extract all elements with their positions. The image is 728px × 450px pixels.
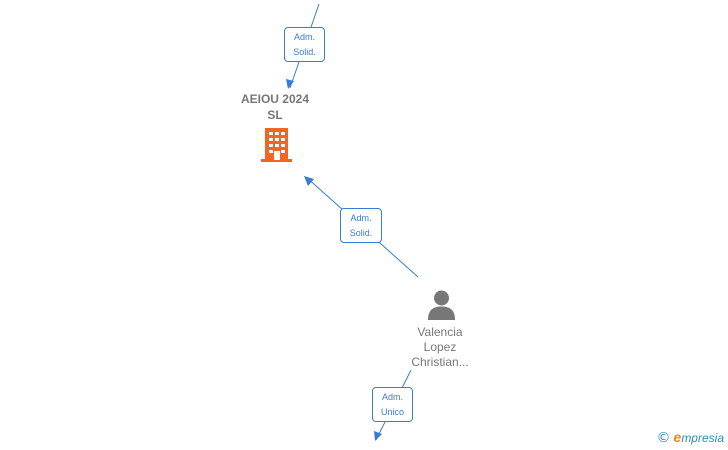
edge-label-top-line1: Adm. bbox=[293, 32, 315, 42]
person-icon[interactable] bbox=[427, 289, 456, 320]
edge-label-middle-line2: Solid. bbox=[349, 228, 373, 238]
edge-label-bottom-line2: Unico bbox=[380, 407, 404, 417]
arrowhead-bottom bbox=[374, 431, 382, 441]
person-name-line3: Christian... bbox=[411, 355, 469, 369]
person-name-line2: Lopez bbox=[423, 340, 457, 354]
company-name-line1: AEIOU 2024 bbox=[240, 92, 310, 106]
edge-label-bottom[interactable]: Adm. Unico bbox=[372, 387, 413, 422]
brand-logo[interactable]: empresia bbox=[674, 430, 724, 445]
footer-brand: © empresia bbox=[657, 430, 724, 445]
edge-label-middle-line1: Adm. bbox=[350, 213, 372, 223]
edge-label-top[interactable]: Adm. Solid. bbox=[284, 27, 325, 62]
company-node-name[interactable]: AEIOU 2024 SL bbox=[225, 91, 325, 123]
person-name-line1: Valencia bbox=[417, 325, 463, 339]
arrowhead-to-company bbox=[304, 176, 314, 186]
building-icon[interactable] bbox=[260, 126, 293, 163]
brand-initial: e bbox=[673, 429, 682, 445]
copyright-icon: © bbox=[656, 429, 671, 446]
edge-label-bottom-line1: Adm. bbox=[381, 392, 403, 402]
brand-rest: mpresia bbox=[681, 431, 724, 445]
arrowhead-to-company-top bbox=[286, 79, 294, 89]
edge-label-top-line2: Solid. bbox=[293, 47, 316, 57]
company-name-line2: SL bbox=[267, 108, 283, 122]
edge-label-middle[interactable]: Adm. Solid. bbox=[340, 208, 382, 243]
person-node-name[interactable]: Valencia Lopez Christian... bbox=[388, 325, 492, 370]
